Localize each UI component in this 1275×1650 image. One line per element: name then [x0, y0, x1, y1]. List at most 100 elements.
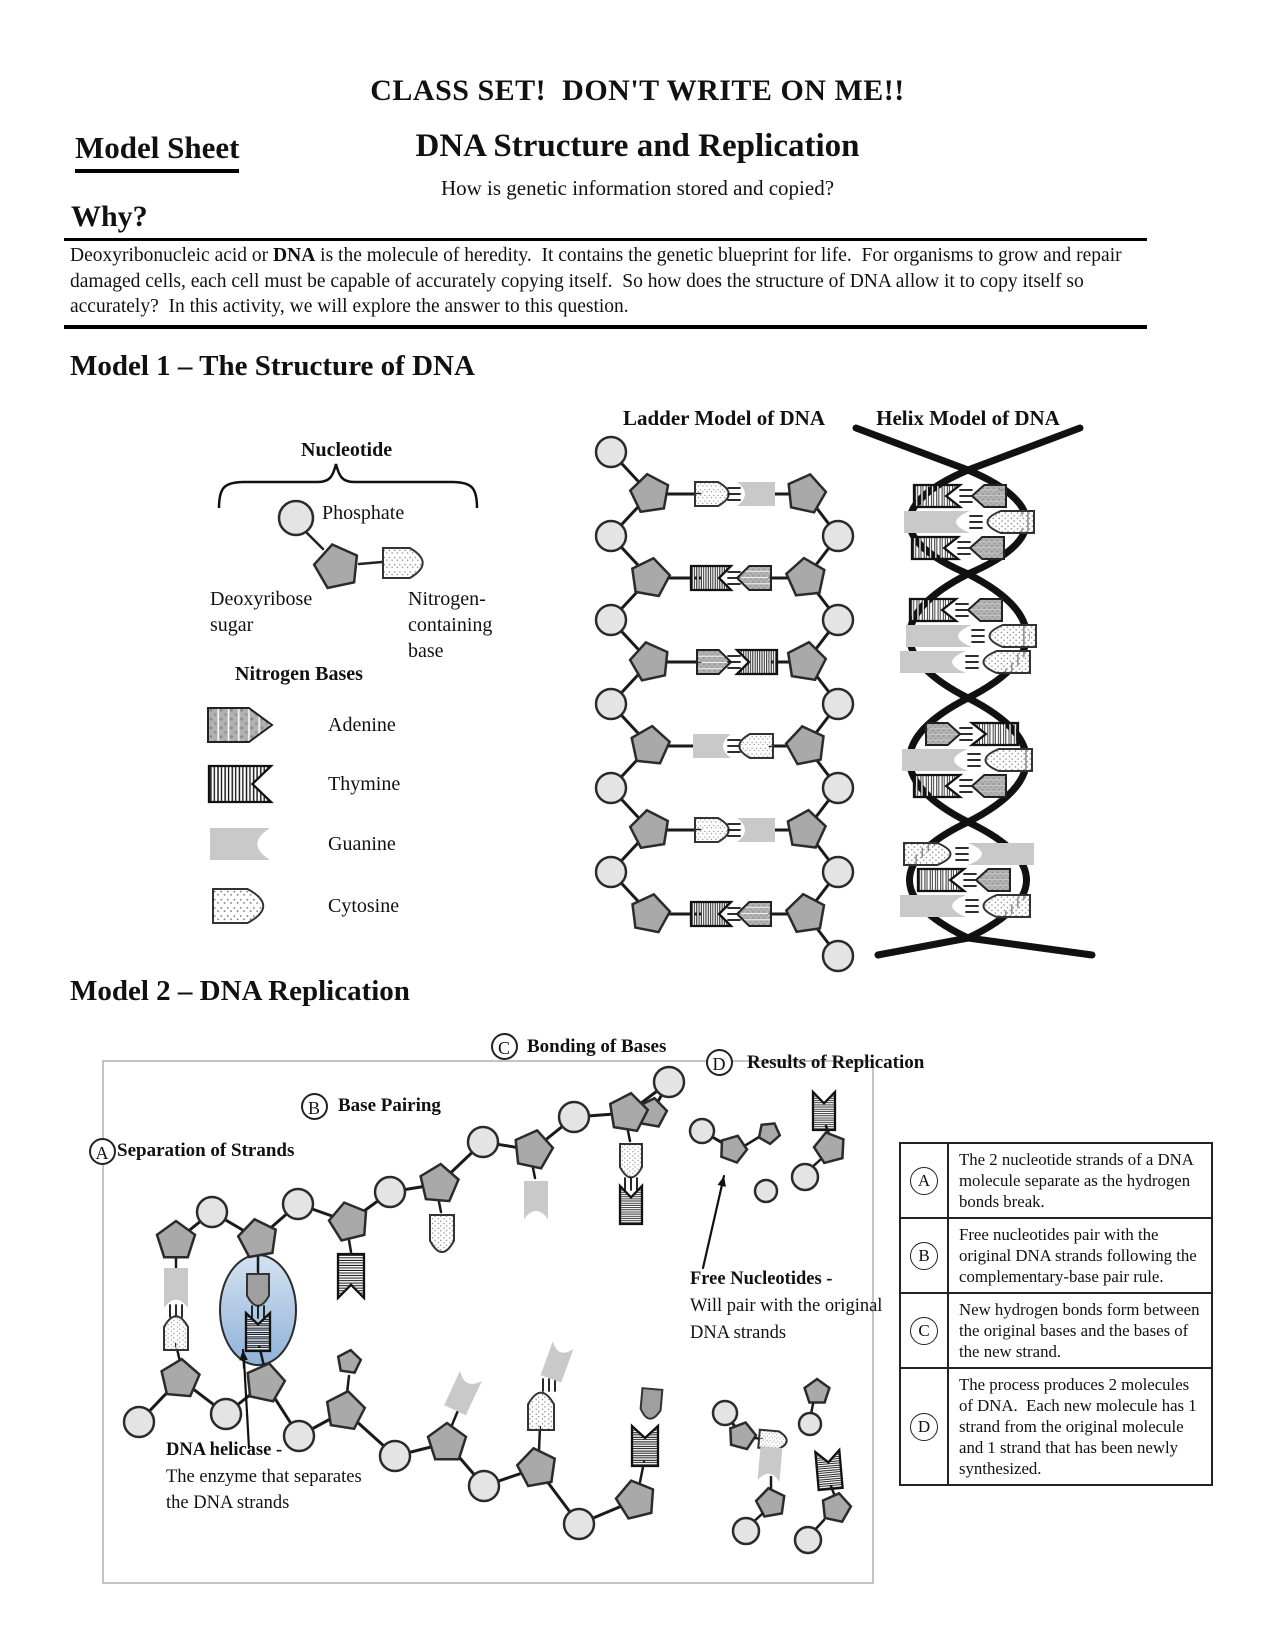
free-nucleotides-line2: Will pair with the original [690, 1296, 883, 1316]
legend-label-thymine: Thymine [328, 773, 401, 795]
ladder-model-title: Ladder Model of DNA [622, 406, 826, 430]
base-G [524, 1181, 548, 1219]
table-text-A: The 2 nucleotide strands of a DNA molecu… [959, 1150, 1198, 1211]
base-A [925, 722, 962, 746]
legend-label-adenine: Adenine [328, 714, 396, 736]
base-G [968, 843, 1034, 865]
base-A [970, 774, 1007, 798]
base-C [212, 888, 265, 924]
table-letter-cell-D: D [901, 1369, 949, 1484]
model2-heading: Model 2 – DNA Replication [70, 975, 410, 1007]
base-T [207, 764, 274, 804]
free-nucleotides-line3: DNA strands [690, 1323, 787, 1343]
base-C [163, 1315, 189, 1351]
replication-figure [102, 1060, 874, 1584]
base-G [900, 651, 966, 673]
base-C [619, 1143, 643, 1179]
legend-label-guanine: Guanine [328, 833, 396, 855]
base-T [336, 1252, 366, 1301]
callout-letter-A: A [88, 1137, 116, 1165]
base-A [970, 484, 1007, 508]
helix-model-title: Helix Model of DNA [876, 406, 1060, 430]
base-T [630, 1423, 660, 1468]
base-T [968, 721, 1020, 747]
page-title: DNA Structure and Replication [415, 128, 860, 164]
base-G [540, 1341, 574, 1383]
sugar-label-line2: sugar [210, 614, 254, 636]
dna-helicase-line2: The enzyme that separates [166, 1467, 362, 1487]
table-row-A: A The 2 nucleotide strands of a DNA molec… [901, 1144, 1211, 1219]
why-text-pre: Deoxyribonucleic acid or [70, 245, 274, 266]
base-C [694, 481, 730, 507]
callout-label-D: Results of Replication [747, 1052, 925, 1073]
table-letter-D: D [910, 1412, 938, 1441]
callout-letter-B: B [300, 1092, 328, 1120]
class-set-banner: CLASS SET! DON'T WRITE ON ME!! [370, 74, 905, 107]
phosphate-label: Phosphate [322, 502, 405, 524]
base-C [903, 842, 952, 866]
base-A [735, 901, 772, 927]
base-A [974, 868, 1011, 892]
nitrogen-bases-heading: Nitrogen Bases [235, 663, 363, 685]
base-T [734, 648, 779, 676]
callout-letter-D: D [705, 1048, 733, 1076]
legend-label-cytosine: Cytosine [328, 895, 400, 917]
table-row-C: C New hydrogen bonds form between the ori… [901, 1294, 1211, 1369]
base-G [737, 482, 775, 506]
callout-label-C: Bonding of Bases [527, 1036, 667, 1057]
base-T [912, 483, 964, 509]
base-G [900, 895, 966, 917]
base-G [444, 1370, 482, 1416]
table-letter-cell-B: B [901, 1219, 949, 1292]
base-A [735, 565, 772, 591]
table-letter-A: A [910, 1166, 938, 1195]
table-text-C: New hydrogen bonds form between the orig… [959, 1300, 1204, 1361]
nitrogen-base-line2: containing [408, 614, 493, 636]
base-C [986, 510, 1035, 534]
table-letter-C: C [910, 1316, 938, 1345]
base-T [618, 1183, 644, 1226]
table-letter-B: B [910, 1241, 938, 1270]
base-T [908, 597, 960, 623]
nitrogen-base-line3: base [408, 640, 444, 662]
base-C [982, 894, 1031, 918]
base-G [906, 625, 972, 647]
base-G [164, 1268, 188, 1308]
section-rule [64, 325, 1147, 329]
doc-label: Model Sheet [75, 130, 240, 173]
base-C [738, 733, 774, 759]
table-row-B: B Free nucleotides pair with the original… [901, 1219, 1211, 1294]
base-T [811, 1089, 837, 1132]
base-G [737, 818, 775, 842]
base-G [904, 511, 970, 533]
table-letter-cell-C: C [901, 1294, 949, 1367]
base-T [814, 1447, 844, 1492]
base-C [429, 1214, 455, 1253]
callout-label-A: Separation of Strands [117, 1140, 295, 1161]
helix-model [852, 424, 1096, 959]
base-G [902, 749, 968, 771]
base-C [382, 547, 424, 579]
sugar-label-line1: Deoxyribose [210, 588, 313, 610]
dna-helicase-title: DNA helicase - [166, 1440, 283, 1460]
base-T [244, 1310, 272, 1353]
why-paragraph: Deoxyribonucleic acid or DNA is the mole… [70, 243, 1152, 320]
model1-heading: Model 1 – The Structure of DNA [70, 350, 475, 382]
base-T [912, 773, 964, 799]
base-A [207, 707, 274, 743]
base-C [694, 817, 730, 843]
nucleotide-label: Nucleotide [301, 439, 393, 461]
base-C [527, 1391, 555, 1431]
why-rule [64, 238, 1147, 241]
table-text-B: Free nucleotides pair with the original … [959, 1225, 1201, 1286]
replication-steps-table: A The 2 nucleotide strands of a DNA molec… [899, 1142, 1213, 1486]
base-Cg [639, 1387, 664, 1420]
base-A [966, 598, 1003, 622]
sugar-label: Deoxyribose sugar [210, 586, 312, 638]
legend-shapes [207, 707, 274, 924]
base-T [689, 564, 734, 592]
base-C [982, 650, 1031, 674]
base-T [910, 535, 962, 561]
